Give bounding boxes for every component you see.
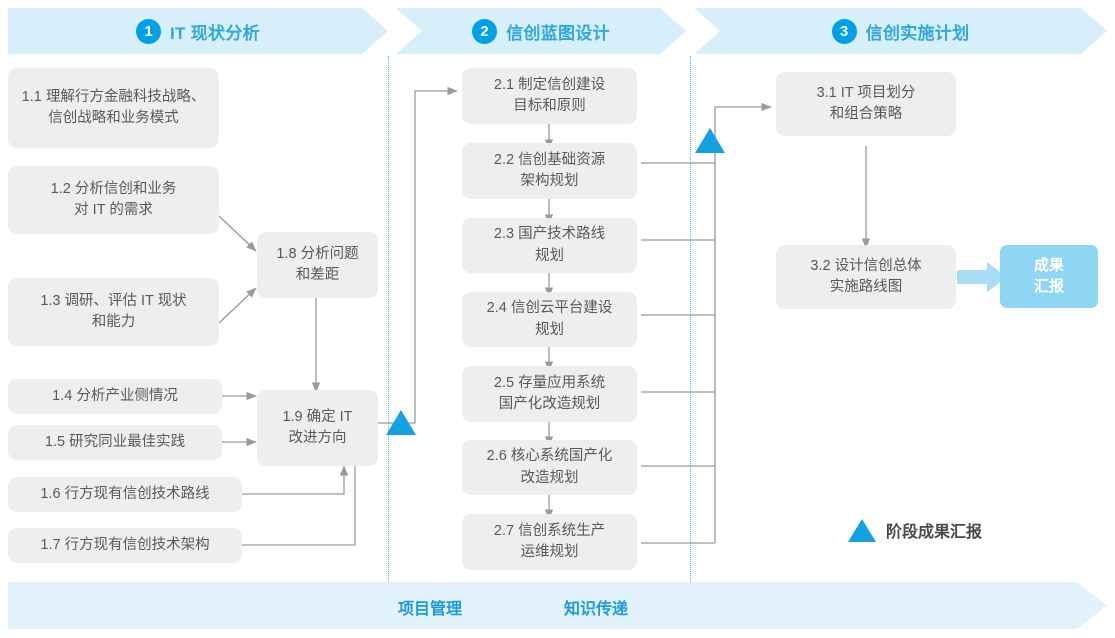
task-box-1-1[interactable]: 1.1 理解行方金融科技战略、 信创战略和业务模式 [8,68,219,148]
task-box-1-3[interactable]: 1.3 调研、评估 IT 现状 和能力 [8,278,219,346]
task-box-1-6[interactable]: 1.6 行方现有信创技术路线 [8,477,242,512]
phase-number-badge-2: 2 [472,19,497,44]
footer-label-project-management: 项目管理 [398,601,463,618]
task-box-2-4[interactable]: 2.4 信创云平台建设 规划 [462,292,637,347]
phase-header-2[interactable]: 2 信创蓝图设计 [396,8,686,54]
task-box-3-1[interactable]: 3.1 IT 项目划分 和组合策略 [776,72,956,136]
task-box-1-4[interactable]: 1.4 分析产业侧情况 [8,379,222,414]
result-badge[interactable]: 成果 汇报 [1000,245,1098,308]
task-box-1-9[interactable]: 1.9 确定 IT 改进方向 [257,390,378,466]
task-box-1-7[interactable]: 1.7 行方现有信创技术架构 [8,528,242,563]
phase-title-1: IT 现状分析 [170,23,260,43]
task-box-1-5[interactable]: 1.5 研究同业最佳实践 [8,425,222,460]
task-box-2-7[interactable]: 2.7 信创系统生产 运维规划 [462,514,637,570]
phase-title-2: 信创蓝图设计 [506,23,610,43]
legend-milestone: 阶段成果汇报 [848,518,982,542]
legend-label: 阶段成果汇报 [886,524,983,541]
task-box-2-5[interactable]: 2.5 存量应用系统 国产化改造规划 [462,366,637,422]
task-box-2-2[interactable]: 2.2 信创基础资源 架构规划 [462,143,637,199]
task-box-1-2[interactable]: 1.2 分析信创和业务 对 IT 的需求 [8,166,219,234]
task-box-2-1[interactable]: 2.1 制定信创建设 目标和原则 [462,68,637,124]
task-box-2-6[interactable]: 2.6 核心系统国产化 改造规划 [462,440,637,495]
footer-ribbon [8,582,1107,629]
footer-label-knowledge-transfer: 知识传递 [564,601,629,618]
phase-title-3: 信创实施计划 [865,23,970,43]
phase-header-3[interactable]: 3 信创实施计划 [694,8,1107,54]
phase-divider-2 [690,56,691,582]
milestone-triangle-phase2 [695,128,725,153]
phase-header-1[interactable]: 1 IT 现状分析 [8,8,388,54]
task-box-2-3[interactable]: 2.3 国产技术路线 规划 [462,218,637,273]
phase-divider-1 [388,56,389,582]
task-box-1-8[interactable]: 1.8 分析问题 和差距 [257,232,378,298]
task-box-3-2[interactable]: 3.2 设计信创总体 实施路线图 [776,245,956,309]
phase-number-badge-3: 3 [832,19,857,44]
triangle-icon [848,518,876,542]
milestone-triangle-phase1 [386,410,416,435]
phase-number-badge-1: 1 [136,19,161,44]
